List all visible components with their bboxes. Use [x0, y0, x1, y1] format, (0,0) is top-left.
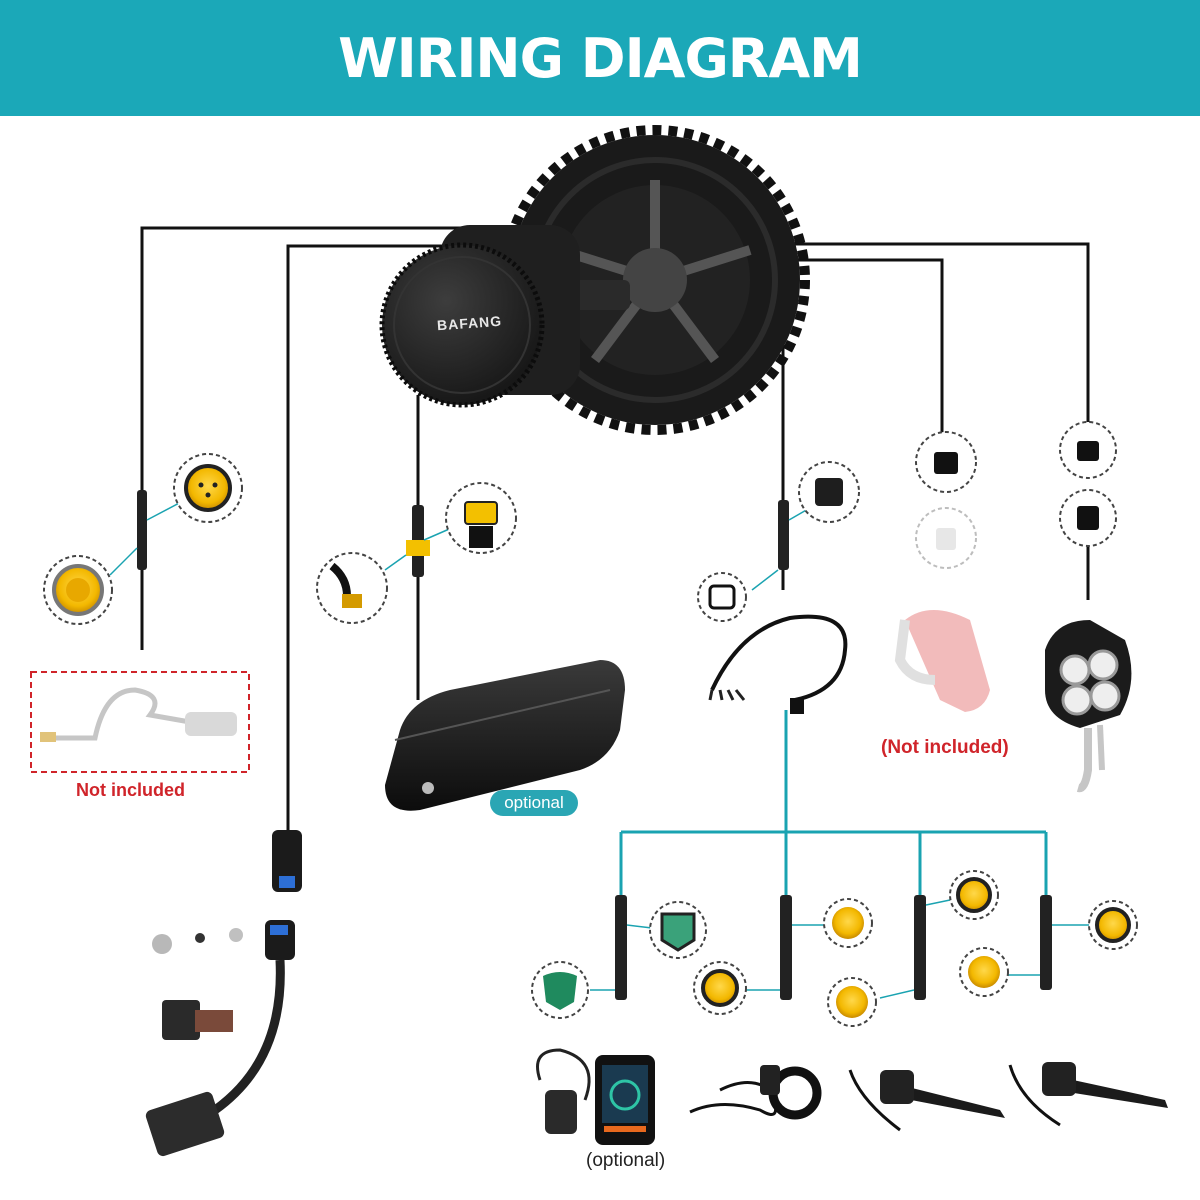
display-optional-label: (optional) [586, 1150, 666, 1171]
connector-closeup-yellow-brake-1 [949, 870, 999, 920]
connector-closeup-tail-faded [915, 507, 977, 569]
connector-closeup-green-5pin-1 [649, 901, 707, 959]
wire-shift-sensor [286, 244, 490, 830]
tail-light-group [894, 431, 990, 712]
motor-body [382, 245, 542, 405]
speed-sensor-not-included-label: Not included [76, 780, 185, 800]
headlight [1045, 620, 1132, 793]
brake-sensor-block [145, 1091, 225, 1157]
connector-closeup-light-2 [1059, 489, 1117, 547]
connector-closeup-tail-black [915, 431, 977, 493]
connector-closeup-yellow-3pin [173, 453, 243, 523]
battery-pack [385, 660, 625, 811]
connector-closeup-light-1 [1059, 421, 1117, 479]
harness-cable [710, 614, 848, 702]
connector-closeup-yellow-brake-4 [959, 947, 1009, 997]
wire-tail-light [795, 258, 944, 440]
thumb-throttle [689, 1065, 822, 1120]
mounting-hardware [152, 928, 243, 954]
teal-wires [619, 710, 1048, 900]
connector-closeup-yellow-socket [43, 555, 113, 625]
tail-light-not-included-label: (Not included) [881, 737, 1009, 758]
connector-closeup-yellow-throttle-2 [693, 961, 747, 1015]
not-included-box [30, 671, 250, 773]
brake-lever-right [1008, 1062, 1168, 1127]
xt60-closeup-male [445, 482, 517, 554]
shift-sensor-group [145, 830, 302, 1157]
mid-drive-motor [379, 125, 810, 435]
page-title: WIRING DIAGRAM [338, 26, 863, 90]
connector-closeup-square-plug [798, 461, 860, 523]
battery-optional-badge: optional [490, 790, 578, 816]
display-unit [536, 1048, 655, 1145]
wire-headlight [795, 242, 1090, 430]
head-light-group [1045, 421, 1132, 793]
brake-lever-left [848, 1069, 1005, 1132]
tail-light-faded [894, 610, 990, 712]
speed-sensor-not-included [30, 671, 250, 773]
bottom-components [536, 1048, 1168, 1145]
display-harness-group [697, 461, 860, 714]
connector-closeup-green-5pin-2 [531, 961, 589, 1019]
connector-closeup-8pin [697, 572, 747, 622]
header-bar: WIRING DIAGRAM [0, 0, 1200, 116]
battery-connector-group [316, 482, 517, 624]
connector-closeup-yellow-brake-3 [1088, 900, 1138, 950]
speed-sensor-connector-group [43, 453, 243, 625]
connector-closeup-yellow-throttle-1 [823, 898, 873, 948]
xt60-closeup-female [316, 552, 388, 624]
controls-connectors [531, 870, 1138, 1027]
connector-closeup-yellow-brake-2 [827, 977, 877, 1027]
